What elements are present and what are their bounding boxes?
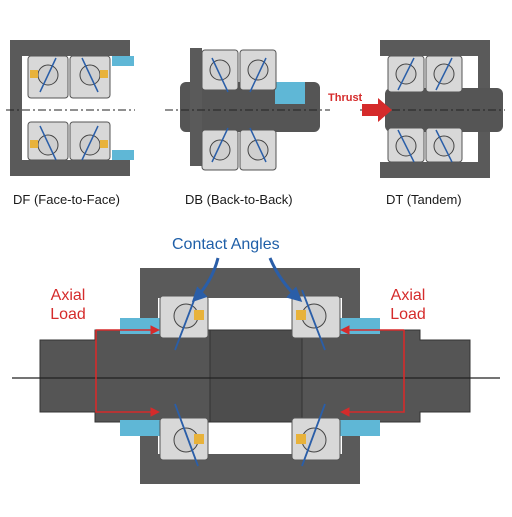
main-housing-right-top — [342, 268, 360, 328]
main-locknut-left-bottom — [120, 420, 160, 436]
axial-load-label-right: Axial Load — [380, 286, 436, 324]
contact-angle-line — [301, 289, 326, 351]
axial-load-label-right-line1: Axial — [390, 287, 426, 304]
db-bearing-top-right — [239, 49, 277, 93]
db-nut — [275, 82, 305, 104]
caption-db: DB (Back-to-Back) — [185, 192, 293, 207]
main-housing-left-bottom — [140, 424, 158, 484]
main-bearing-bottom-right — [291, 403, 341, 467]
main-locknut-left-top — [120, 318, 160, 334]
main-housing-left-top — [140, 268, 158, 328]
contact-angle-arrow-left — [191, 257, 220, 303]
df-clamp-top — [112, 56, 134, 66]
db-housing-left — [190, 48, 202, 166]
main-bearing-bottom-left — [159, 403, 209, 467]
dt-bearing-bottom-left — [387, 127, 425, 163]
dt-arrangement — [360, 40, 505, 178]
df-clamp-bottom — [112, 150, 134, 160]
dt-bearing-top-right — [425, 55, 463, 93]
df-housing-top — [10, 40, 130, 56]
df-bearing-top-right — [69, 55, 111, 99]
main-assembly — [12, 257, 500, 484]
thrust-label: Thrust — [328, 92, 363, 104]
dt-housing-bottom — [380, 162, 490, 178]
df-housing-left — [10, 40, 22, 176]
contact-angle-line — [174, 403, 199, 467]
thrust-arrow — [362, 98, 392, 122]
contact-angle-arrow-right — [268, 257, 303, 303]
df-bearing-top-left — [27, 55, 69, 99]
axial-load-label-left-line2: Load — [50, 306, 86, 323]
main-spacer — [209, 329, 303, 423]
db-bearing-top-left — [201, 49, 239, 93]
contact-angles-label: Contact Angles — [172, 236, 280, 253]
db-bearing-bottom-right — [239, 127, 277, 171]
dt-bearing-top-left — [387, 55, 425, 93]
contact-angle-line — [301, 403, 326, 467]
main-locknut-right-bottom — [340, 420, 380, 436]
df-housing-bottom — [10, 160, 130, 176]
axial-load-label-left: Axial Load — [40, 286, 96, 324]
db-bearing-bottom-left — [201, 127, 239, 171]
df-arrangement — [6, 40, 135, 176]
caption-dt: DT (Tandem) — [386, 192, 462, 207]
dt-bearing-bottom-right — [425, 127, 463, 163]
axial-load-arrow-left — [95, 330, 160, 417]
main-housing-top — [140, 268, 360, 298]
main-housing-right-bottom — [342, 424, 360, 484]
axial-load-label-right-line2: Load — [390, 306, 426, 323]
main-locknut-right-top — [340, 318, 380, 334]
axial-load-label-left-line1: Axial — [50, 287, 86, 304]
df-bearing-bottom-left — [27, 121, 69, 161]
main-bearing-top-right — [291, 289, 341, 351]
df-bearing-bottom-right — [69, 121, 111, 161]
db-arrangement — [165, 48, 330, 171]
caption-df: DF (Face-to-Face) — [13, 192, 120, 207]
dt-housing-top — [380, 40, 490, 56]
axial-load-arrow-right — [340, 330, 405, 417]
